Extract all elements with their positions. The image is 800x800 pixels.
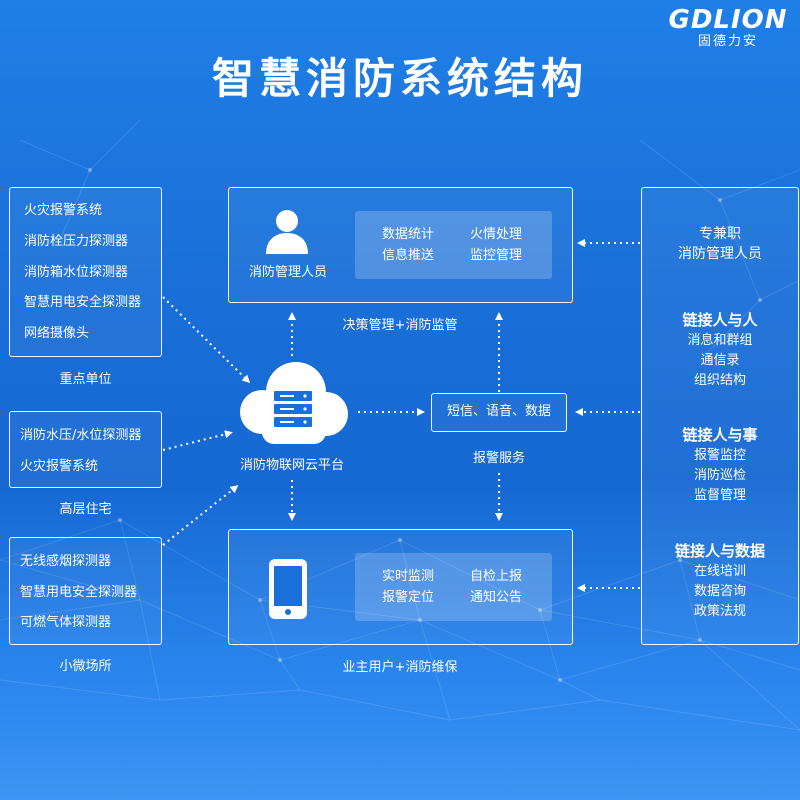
right-top-line: 专兼职 <box>699 226 741 242</box>
panel-text: 通知公告 <box>470 590 523 605</box>
panel-text: 实时监测 <box>382 569 435 584</box>
right-section-item: 监督管理 <box>693 488 746 503</box>
left3-caption: 小微场所 <box>59 659 112 674</box>
arrow-left3-to-cloud <box>162 485 239 546</box>
panel-text: 报警定位 <box>382 590 435 605</box>
right-section-item: 报警监控 <box>693 448 746 463</box>
bottom-caption: 业主用户+消防维保 <box>342 660 458 675</box>
server-icon <box>274 391 312 427</box>
right-section-item: 消息和群组 <box>687 333 753 348</box>
brand-logo: GDLION 固德力安 <box>662 6 794 50</box>
left2-item: 消防水压/水位探测器 <box>20 428 142 443</box>
left1-item: 智慧用电安全探测器 <box>24 295 142 310</box>
right-section-item: 政策法规 <box>693 604 746 619</box>
right-section-item: 在线培训 <box>693 564 746 579</box>
right-section-heading: 链接人与人 <box>682 311 758 329</box>
alarm-label: 短信、语音、数据 <box>446 404 551 419</box>
right-section-item: 消防巡检 <box>693 468 746 483</box>
arrow-left1-to-cloud <box>162 296 251 384</box>
manager-label: 消防管理人员 <box>248 265 327 280</box>
person-icon <box>266 210 308 254</box>
alarm-caption: 报警服务 <box>472 451 525 466</box>
left1-item: 消防栓压力探测器 <box>24 234 129 249</box>
panel-text: 火情处理 <box>470 227 523 242</box>
alarm-box <box>431 393 567 432</box>
right-section-heading: 链接人与数据 <box>674 542 765 560</box>
panel-text: 监控管理 <box>470 248 523 263</box>
left1-item: 消防箱水位探测器 <box>24 265 129 280</box>
left-group-small-venues <box>9 537 162 645</box>
right-section-item: 通信录 <box>700 353 740 368</box>
logo-name: GDLION <box>668 5 788 35</box>
left3-item: 智慧用电安全探测器 <box>20 585 138 600</box>
right-top-line: 消防管理人员 <box>678 246 762 262</box>
panel-text: 信息推送 <box>382 248 435 263</box>
left3-item: 无线感烟探测器 <box>20 554 112 569</box>
left1-caption: 重点单位 <box>59 372 112 387</box>
smartphone-icon <box>269 559 307 619</box>
left2-caption: 高层住宅 <box>59 502 112 517</box>
top-caption: 决策管理+消防监管 <box>342 318 458 333</box>
user-function-panel <box>355 553 552 621</box>
cloud-label: 消防物联网云平台 <box>239 458 344 473</box>
panel-text: 自检上报 <box>470 569 523 584</box>
left-group-key-units <box>9 187 162 357</box>
right-section-item: 组织结构 <box>693 373 746 388</box>
left2-item: 火灾报警系统 <box>20 459 99 474</box>
arrow-left2-to-cloud <box>162 430 233 451</box>
logo-subtitle: 固德力安 <box>697 34 758 49</box>
right-panel <box>641 187 799 645</box>
left1-item: 网络摄像头 <box>24 326 90 341</box>
left1-item: 火灾报警系统 <box>24 203 103 218</box>
right-section-item: 数据咨询 <box>693 584 746 599</box>
left3-item: 可燃气体探测器 <box>20 615 112 630</box>
page-title: 智慧消防系统结构 <box>211 54 588 103</box>
left-group-high-rise <box>9 411 162 488</box>
right-section-heading: 链接人与事 <box>682 426 758 444</box>
panel-text: 数据统计 <box>382 227 435 242</box>
manager-function-panel <box>355 211 552 279</box>
